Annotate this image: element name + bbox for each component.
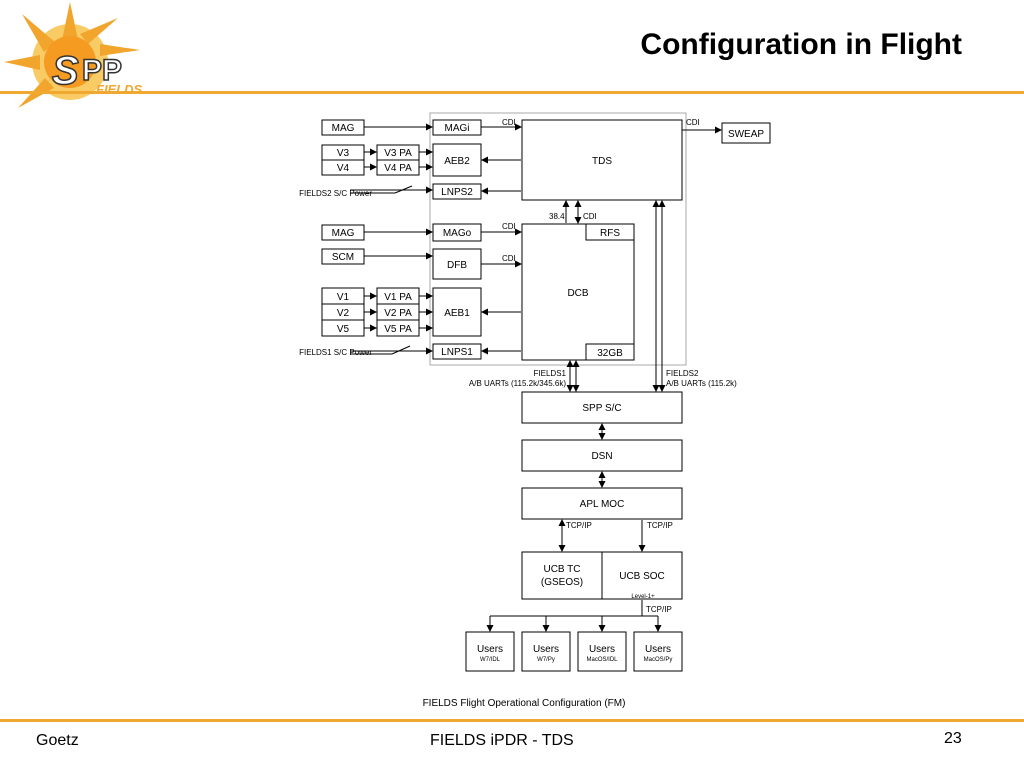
v3-label: V3 <box>337 148 350 159</box>
apl-moc-label: APL MOC <box>580 499 625 510</box>
dcb-box <box>521 223 635 361</box>
fields-boundary <box>429 112 687 366</box>
tcpip-soc-label: TCP/IP <box>647 521 673 530</box>
level1-label: Level-1+ <box>631 594 655 600</box>
dcb-label: DCB <box>567 288 588 299</box>
v1pa-label: V1 PA <box>384 292 412 303</box>
aeb1-label: AEB1 <box>444 308 470 319</box>
apl-moc-box <box>521 487 683 520</box>
ucb-tc-box <box>521 551 603 600</box>
ucb-tc-sublabel: (GSEOS) <box>541 577 583 588</box>
rfs-label: RFS <box>600 228 620 239</box>
sweap-label: SWEAP <box>728 129 764 140</box>
users-label-4: Users <box>645 644 671 655</box>
magi-label: MAGi <box>445 123 470 134</box>
page-number: 23 <box>944 730 962 747</box>
tcpip-tc-label: TCP/IP <box>566 521 592 530</box>
v5pa-label: V5 PA <box>384 324 412 335</box>
users-platform-4: MacOS/Py <box>644 657 673 663</box>
dsn-box <box>521 439 683 472</box>
dfb-box <box>432 248 482 280</box>
svg-text:S: S <box>52 49 79 93</box>
v5-label: V5 <box>337 324 350 335</box>
ucb-tc-label: UCB TC <box>543 564 580 575</box>
gb32-box <box>585 343 635 361</box>
users-box-2 <box>521 631 571 672</box>
footer-author: Goetz <box>36 732 79 749</box>
fields2-label: FIELDS2 <box>666 369 699 378</box>
lnps2-label: LNPS2 <box>441 187 473 198</box>
cdi-dfb-label: CDI <box>502 254 516 263</box>
lnps1-label: LNPS1 <box>441 347 473 358</box>
users-label-2: Users <box>533 644 559 655</box>
gb32-label: 32GB <box>597 348 623 359</box>
tds-label: TDS <box>592 156 612 167</box>
mag-bottom-label: MAG <box>332 228 355 239</box>
footer-title: FIELDS iPDR - TDS <box>430 732 574 749</box>
v2pa-label: V2 PA <box>384 308 412 319</box>
tds-box <box>521 119 683 201</box>
v2-label: V2 <box>337 308 350 319</box>
dsn-label: DSN <box>591 451 612 462</box>
users-platform-2: W7/Py <box>537 657 555 663</box>
spp-sc-label: SPP S/C <box>582 403 621 414</box>
footer-divider <box>0 719 1024 722</box>
fields2-power-label: FIELDS2 S/C Power <box>299 189 372 198</box>
svg-text:PP: PP <box>82 54 122 87</box>
users-box-3 <box>577 631 627 672</box>
tcpip-users-label: TCP/IP <box>646 605 672 614</box>
slide-title: Configuration in Flight <box>640 28 962 61</box>
cdi-sweap-label: CDI <box>686 118 700 127</box>
users-box-4 <box>633 631 683 672</box>
rfs-box <box>585 223 635 241</box>
aeb2-label: AEB2 <box>444 156 470 167</box>
v3pa-label: V3 PA <box>384 148 412 159</box>
users-box-1 <box>465 631 515 672</box>
fields1-label: FIELDS1 <box>534 369 567 378</box>
aeb1-box <box>432 287 482 337</box>
fields2-uarts-label: A/B UARTs (115.2k) <box>666 379 737 388</box>
dfb-label: DFB <box>447 260 467 271</box>
scm-label: SCM <box>332 252 354 263</box>
mag-top-label: MAG <box>332 123 355 134</box>
sweap-box <box>721 122 771 144</box>
ucb-soc-box <box>601 551 683 600</box>
ucb-soc-label: UCB SOC <box>619 571 665 582</box>
users-label-1: Users <box>477 644 503 655</box>
fields1-power-label: FIELDS1 S/C Power <box>299 348 372 357</box>
fields1-uarts-label: A/B UARTs (115.2k/345.6k) <box>469 379 566 388</box>
v1-label: V1 <box>337 292 350 303</box>
sun-rays-icon <box>4 2 140 108</box>
cdi-tds-dcb-label: CDI <box>583 212 597 221</box>
users-label-3: Users <box>589 644 615 655</box>
users-platform-3: MacOS/IDL <box>586 657 618 663</box>
aeb2-box <box>432 143 482 177</box>
users-platform-1: W7/IDL <box>480 657 501 663</box>
header-divider <box>0 91 1024 94</box>
v4pa-label: V4 PA <box>384 163 412 174</box>
mago-label: MAGo <box>443 228 472 239</box>
diagram-caption: FIELDS Flight Operational Configuration … <box>423 698 626 709</box>
rate-38-4-label: 38.4 <box>549 212 565 221</box>
spp-sc-box <box>521 391 683 424</box>
cdi-magi-label: CDI <box>502 118 516 127</box>
v4-label: V4 <box>337 163 350 174</box>
cdi-mago-label: CDI <box>502 222 516 231</box>
